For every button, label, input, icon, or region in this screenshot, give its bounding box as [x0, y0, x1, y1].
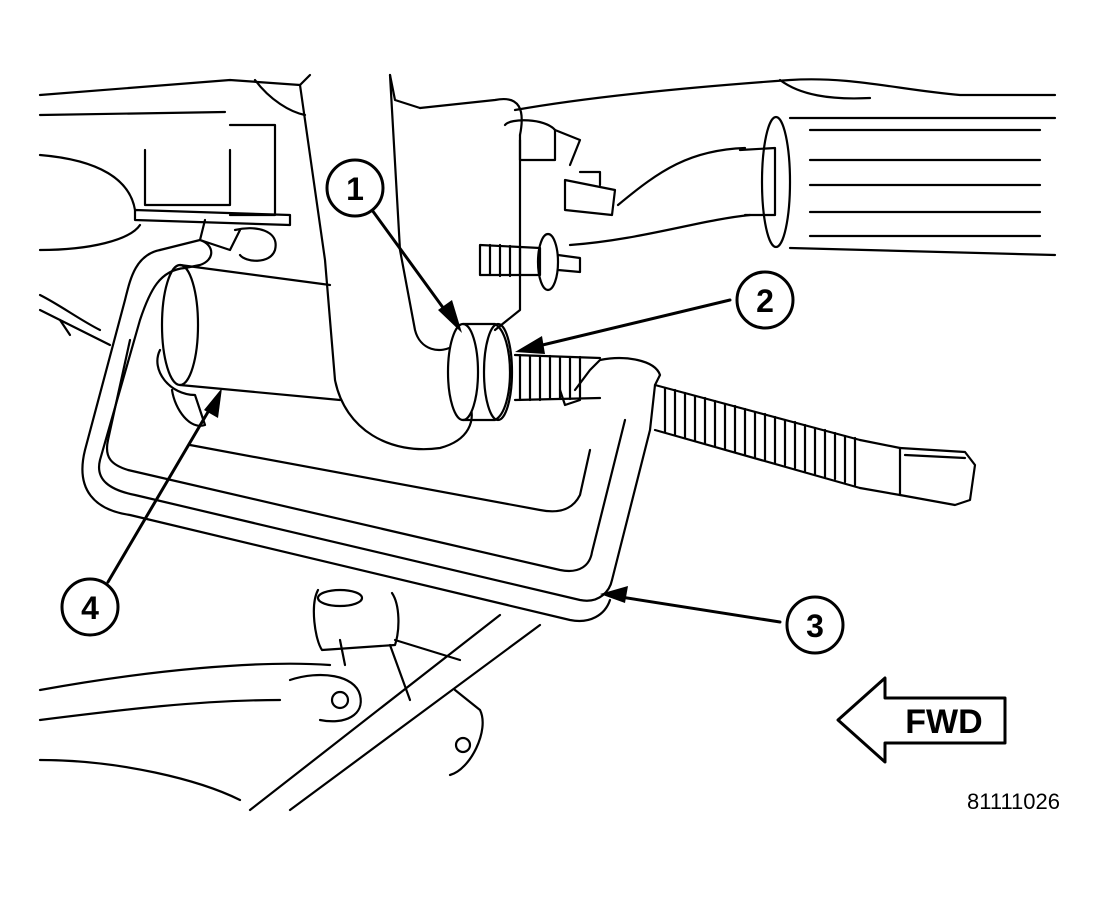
callout-3-label: 3	[806, 608, 824, 644]
arrowhead-1	[438, 300, 462, 333]
bushing-sleeve	[156, 263, 342, 427]
leader-line-4	[106, 398, 217, 584]
arrowheads	[204, 300, 628, 603]
arrowhead-4	[204, 388, 222, 418]
callout-1-label: 1	[346, 171, 364, 207]
fwd-direction-indicator: FWD	[836, 676, 1007, 764]
c-clamp-press	[81, 238, 662, 623]
fwd-arrow-icon	[836, 676, 1007, 764]
arrowhead-2	[515, 336, 545, 354]
forcing-screw	[513, 353, 977, 507]
arrowhead-3	[600, 586, 628, 603]
callout-2-label: 2	[756, 283, 774, 319]
callout-4-label: 4	[81, 590, 99, 626]
leader-line-3	[606, 593, 782, 624]
lower-frame	[38, 588, 542, 812]
callout-4: 4	[60, 577, 120, 637]
callout-3: 3	[785, 595, 845, 655]
receiver-cup	[446, 322, 514, 422]
mounting-bracket	[38, 123, 292, 262]
figure-id: 81111026	[967, 789, 1060, 814]
leader-lines	[106, 208, 782, 624]
stud-and-hose	[478, 115, 1057, 292]
callout-1: 1	[325, 158, 385, 218]
leader-line-2	[528, 298, 732, 350]
vehicle-body-outline	[38, 73, 1057, 347]
fwd-label: FWD	[905, 703, 982, 741]
leader-line-1	[370, 208, 454, 322]
callout-2: 2	[735, 270, 795, 330]
